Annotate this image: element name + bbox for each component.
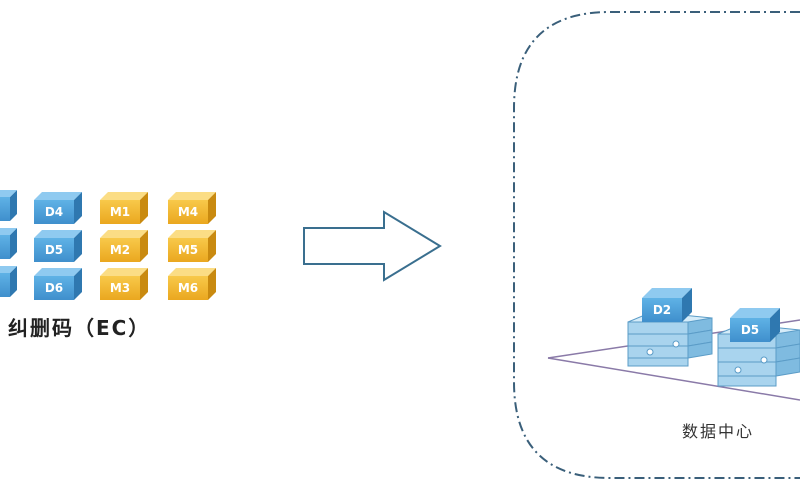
parity-block-m3: M3 [100,268,148,300]
parity-block-m5: M5 [168,230,216,262]
cube-label: D5 [741,323,759,337]
cube-label: D5 [45,243,63,257]
server-block-d5: D5 [730,308,780,342]
cube-top [168,192,216,200]
cube-top [168,268,216,276]
cube-label: D6 [45,281,63,295]
datacenter-caption: 数据中心 [682,422,755,441]
cube-front [730,318,770,342]
ec-caption: 纠删码（EC） [8,316,151,340]
cube-front [100,238,140,262]
cube-label: M1 [110,205,130,219]
cube-top [168,230,216,238]
cube-label: D4 [45,205,63,219]
cube-front [100,200,140,224]
cube-top [34,230,82,238]
cube-front [34,200,74,224]
cube-label: M4 [178,205,198,219]
cube-side [140,192,148,224]
cube-top [730,308,780,318]
parity-block-m4: M4 [168,192,216,224]
partial-cube-3 [0,266,17,297]
partial-data-block-column [0,190,17,297]
cube-front [34,276,74,300]
parity-block-m1: M1 [100,192,148,224]
partial-cube-1 [0,190,17,221]
cube-top [34,192,82,200]
cube-top [34,268,82,276]
cube-front [168,276,208,300]
cube-side [208,268,216,300]
partial-cube-2 [0,228,17,259]
cube-front [100,276,140,300]
cube-top [100,268,148,276]
data-block-d5: D5 [34,230,82,262]
data-block-d6: D6 [34,268,82,300]
cube-label: M5 [178,243,198,257]
cube-side [208,230,216,262]
data-block-d4: D4 [34,192,82,224]
datacenter-boundary [513,11,800,479]
cube-label: M3 [110,281,130,295]
cube-side [74,230,82,262]
cube-side [140,230,148,262]
cube-side [770,308,780,342]
cube-side [140,268,148,300]
cube-label: D2 [653,303,671,317]
cube-side [74,192,82,224]
cube-top [100,192,148,200]
cube-front [34,238,74,262]
cube-side [208,192,216,224]
cube-top [642,288,692,298]
cube-front [642,298,682,322]
parity-block-m6: M6 [168,268,216,300]
cube-front [168,238,208,262]
parity-block-m2: M2 [100,230,148,262]
cube-top [100,230,148,238]
server-block-d2: D2 [642,288,692,322]
cube-side [74,268,82,300]
cube-label: M6 [178,281,198,295]
cube-label: M2 [110,243,130,257]
right-arrow-icon [303,210,442,282]
cube-front [168,200,208,224]
cube-side [682,288,692,322]
